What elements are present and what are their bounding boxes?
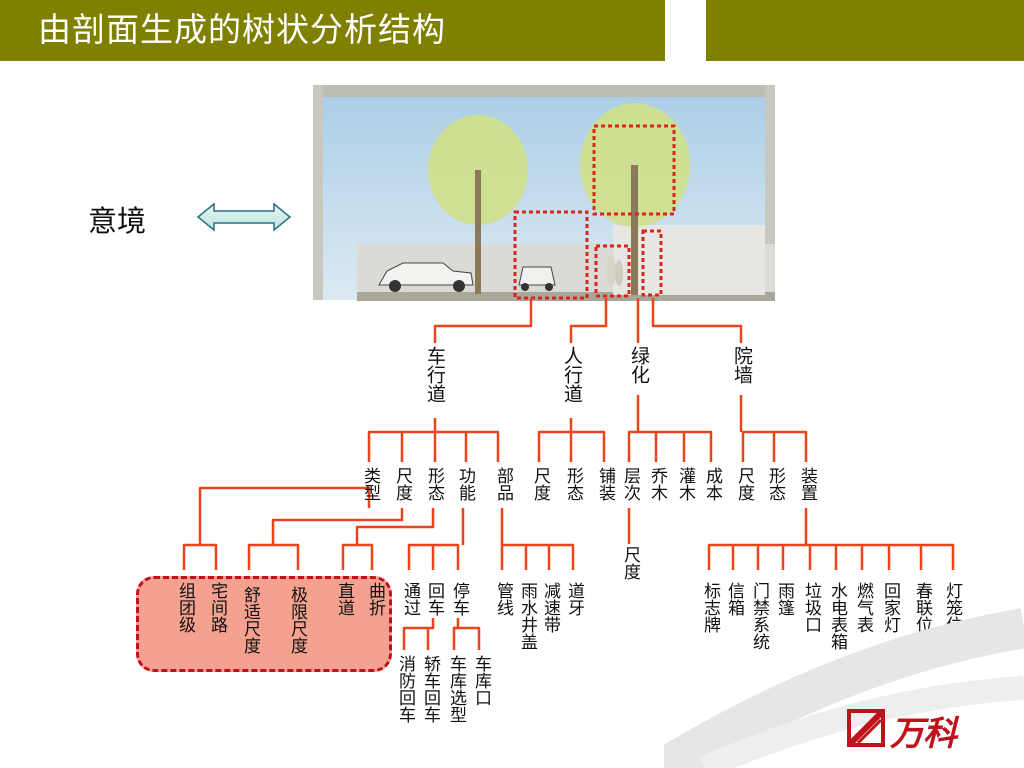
node-car-turnaround: 轿车回车 [420, 655, 440, 723]
node-turnaround: 回车 [424, 582, 444, 616]
node-green-layers-scale: 尺度 [620, 546, 640, 580]
node-cluster-level: 组团级 [175, 582, 195, 633]
node-limit-scale: 极限尺度 [287, 586, 307, 654]
node-pipelines: 管线 [493, 582, 513, 616]
yijing-label: 意境 [88, 204, 147, 238]
node-greening: 绿化 [628, 346, 650, 384]
node-meter-box: 水电表箱 [827, 582, 847, 650]
street-section-illustration [313, 85, 775, 301]
decorative-curves [664, 608, 1024, 768]
node-garage-type: 车库选型 [446, 655, 466, 723]
title-bar-accent [706, 0, 1024, 61]
title-bar: 由剖面生成的树状分析结构 [0, 0, 665, 61]
node-green-layers: 层次 [620, 467, 640, 501]
node-manhole: 雨水井盖 [517, 582, 537, 650]
highlight-box [136, 576, 392, 672]
node-fire-turnaround: 消防回车 [395, 655, 415, 723]
node-home-light: 回家灯 [880, 582, 900, 633]
node-car-parts: 部品 [493, 467, 513, 501]
node-couplet-spot: 春联位 [912, 582, 932, 633]
node-house-road: 宅间路 [207, 582, 227, 633]
node-car-function: 功能 [455, 467, 475, 501]
vanke-logo-icon [847, 709, 885, 747]
node-access-control: 门禁系统 [749, 582, 769, 650]
node-garbage-port: 垃圾口 [801, 582, 821, 633]
node-pass: 通过 [400, 582, 420, 616]
double-arrow-icon [196, 202, 292, 232]
node-car-form: 形态 [424, 467, 444, 501]
node-ped-paving: 铺装 [595, 467, 615, 501]
node-car-type: 类型 [360, 467, 380, 501]
node-curved: 曲折 [365, 582, 385, 616]
node-ped-form: 形态 [563, 467, 583, 501]
node-garage-entry: 车库口 [471, 655, 491, 706]
node-wall-device: 装置 [797, 467, 817, 501]
node-green-shrubs: 灌木 [675, 467, 695, 501]
node-gas-meter: 燃气表 [853, 582, 873, 633]
node-straight: 直道 [334, 582, 354, 616]
node-wall-scale: 尺度 [734, 467, 754, 501]
node-speed-bump: 减速带 [540, 582, 560, 633]
node-car-scale: 尺度 [392, 467, 412, 501]
node-curb: 道牙 [564, 582, 584, 616]
node-courtyard-wall: 院墙 [731, 346, 753, 384]
page-title: 由剖面生成的树状分析结构 [38, 10, 446, 49]
node-canopy: 雨篷 [774, 582, 794, 616]
node-green-trees: 乔木 [647, 467, 667, 501]
vanke-logo-text: 万科 [890, 714, 957, 754]
node-green-cost: 成本 [702, 467, 722, 501]
node-wall-form: 形态 [765, 467, 785, 501]
node-lantern-spot: 灯笼位 [942, 582, 962, 633]
node-parking: 停车 [449, 582, 469, 616]
node-mailbox: 信箱 [724, 582, 744, 616]
node-car-road: 车行道 [424, 346, 446, 403]
node-signboard: 标志牌 [700, 582, 720, 633]
node-ped-scale: 尺度 [530, 467, 550, 501]
node-pedestrian-road: 人行道 [561, 346, 583, 403]
node-comfort-scale: 舒适尺度 [240, 586, 260, 654]
